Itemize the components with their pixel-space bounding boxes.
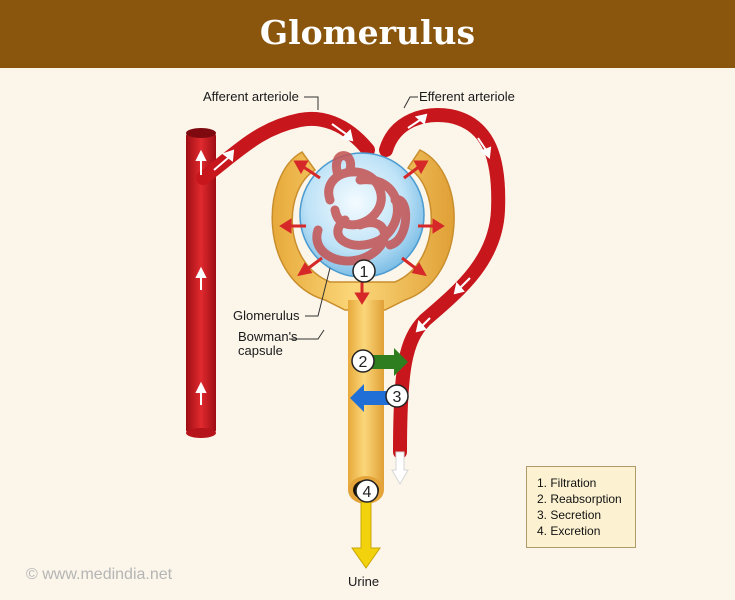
- efferent-arteriole-vessel: [379, 108, 506, 459]
- step-marker-4: 4: [355, 479, 379, 503]
- step-marker-1: 1: [352, 259, 376, 283]
- step-marker-4-label: 4: [363, 484, 372, 501]
- title-banner: Glomerulus: [0, 0, 735, 68]
- bowmans-capsule-label-line1: Bowman's: [238, 329, 298, 344]
- urine-label: Urine: [348, 574, 380, 589]
- bowmans-capsule-label-line2: capsule: [238, 343, 283, 358]
- step-marker-3: 3: [385, 384, 409, 408]
- afferent-arteriole-label: Afferent arteriole: [203, 89, 299, 104]
- blood-flow-arrows: [195, 113, 492, 405]
- label-leader-lines: [289, 96, 418, 340]
- filtration-arrows: [279, 160, 445, 305]
- step-marker-3-label: 3: [393, 389, 402, 406]
- step-marker-2-label: 2: [359, 354, 368, 371]
- legend-item-filtration: 1. Filtration: [537, 476, 597, 490]
- excretion-arrow: [351, 501, 381, 569]
- page-title: Glomerulus: [259, 13, 476, 52]
- step-marker-1-label: 1: [360, 264, 369, 281]
- legend-item-secretion: 3. Secretion: [537, 508, 602, 522]
- legend-item-excretion: 4. Excretion: [537, 524, 601, 538]
- capillary-tuft: [312, 151, 411, 266]
- process-legend: 1. Filtration 2. Reabsorption 3. Secreti…: [526, 466, 636, 548]
- secretion-arrow: [350, 384, 392, 412]
- vessel-outflow-arrow: [391, 451, 409, 486]
- bowmans-capsule-shape: [271, 149, 455, 311]
- reabsorption-arrow: [366, 348, 408, 376]
- glomerulus-label: Glomerulus: [233, 308, 300, 323]
- step-marker-2: 2: [351, 349, 375, 373]
- copyright-watermark: © www.medindia.net: [26, 566, 173, 583]
- efferent-arteriole-label: Efferent arteriole: [419, 89, 515, 104]
- legend-item-reabsorption: 2. Reabsorption: [537, 492, 622, 506]
